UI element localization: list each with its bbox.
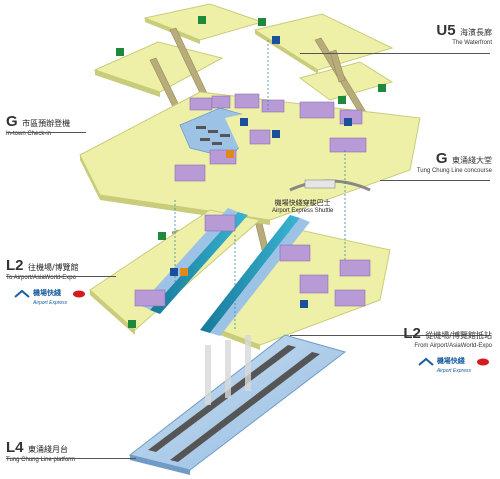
shaft-1 [205, 345, 211, 405]
shop-g-5 [174, 164, 206, 182]
label-g-right: G 東涌綫大堂 Tung Chung Line concourse [417, 151, 492, 174]
label-l2-right-en: From Airport/AsiaWorld-Expo [414, 342, 492, 349]
label-u5-zh: 海濱長廊 [460, 28, 492, 37]
shop-l2-1 [204, 214, 236, 232]
shop-g-7 [249, 129, 271, 145]
label-l2-left: L2 往機場/博覽館 To Airport/AsiaWorld-Expo [6, 258, 79, 281]
label-g-left-zh: 市區預辦登機 [22, 119, 71, 128]
info-sign-3 [272, 130, 280, 138]
label-l2-right-level: L2 [403, 325, 421, 342]
shop-g-10 [329, 137, 367, 153]
u5-floor-right-edge [255, 30, 318, 74]
label-l2-right: L2 從機場/博覽館抵站 From Airport/AsiaWorld-Expo [403, 326, 492, 349]
label-l2-left-en: To Airport/AsiaWorld-Expo [6, 274, 76, 281]
l2-track-left [150, 212, 248, 314]
l4-track-2 [170, 352, 320, 462]
label-g-right-level: G [435, 150, 448, 167]
shop-g-4 [261, 99, 285, 113]
shop-g-2 [211, 95, 231, 109]
shaft-2 [225, 340, 231, 398]
info-sign-5 [170, 268, 178, 276]
g-left-leader [6, 132, 86, 133]
brand-right-en: Airport Express [436, 368, 471, 374]
label-l2-left-zh: 往機場/博覽館 [27, 263, 79, 272]
label-l4: L4 東涌綫月台 Tung Chung Line platform [6, 440, 75, 463]
l4-floor-edge [130, 455, 190, 475]
shop-g-1 [189, 97, 213, 111]
l4-track-1 [148, 345, 296, 452]
l2-platform-left [140, 208, 238, 310]
u5-floor-left-edge [95, 70, 160, 97]
info-sign-1 [272, 36, 280, 44]
level-l4 [128, 334, 347, 475]
shop-g-8 [299, 101, 335, 119]
level-g [79, 91, 421, 225]
brand-right: 機場快綫 Airport Express [418, 350, 490, 374]
label-g-left-en: In-town Check-in [6, 130, 52, 137]
label-l2-left-level: L2 [6, 257, 24, 274]
shop-l2-6 [334, 289, 366, 307]
label-shuttle: 機場快綫穿梭巴士 Airport Express Shuttle [272, 198, 333, 214]
exit-sign-3 [258, 18, 266, 26]
mtr-logo-icon [73, 290, 86, 298]
g-right-leader [380, 180, 490, 181]
signs [116, 16, 386, 328]
exit-sign-4 [338, 96, 346, 104]
orange-sign-2 [180, 268, 188, 276]
shop-l2-2 [134, 289, 166, 307]
green-sign-l2 [128, 320, 136, 328]
info-sign-4 [300, 300, 308, 308]
shop-l2-4 [299, 274, 329, 294]
g-floor-edge [80, 155, 100, 200]
label-l4-en: Tung Chung Line platform [6, 456, 76, 463]
label-g-left: G 市區預辦登機 In-town Check-in [6, 114, 70, 137]
label-shuttle-zh: 機場快綫穿梭巴士 [274, 199, 331, 207]
shop-g-3 [234, 93, 260, 109]
info-sign-2 [240, 118, 248, 126]
shaft-3 [245, 335, 251, 391]
u5-leader [300, 53, 490, 54]
brand-left-zh: 機場快綫 [33, 289, 61, 297]
label-g-right-en: Tung Chung Line concourse [416, 167, 492, 174]
level-l2 [89, 208, 391, 350]
airport-express-logo-icon [418, 357, 434, 366]
mtr-logo-icon [477, 358, 489, 366]
exit-sign-2 [198, 16, 206, 24]
exit-sign-1 [116, 48, 124, 56]
shop-l2-5 [339, 259, 371, 277]
l4-leader [6, 458, 136, 459]
l2-right-leader [290, 335, 490, 336]
orange-sign [226, 150, 234, 158]
label-shuttle-en: Airport Express Shuttle [272, 208, 334, 214]
label-u5-level: U5 [436, 22, 456, 39]
label-l4-zh: 東涌綫月台 [27, 445, 68, 454]
label-u5-en: The Waterfront [452, 39, 492, 46]
shuttle-bus [304, 179, 336, 189]
exit-sign-6 [158, 232, 166, 240]
label-u5: U5 海濱長廊 The Waterfront [436, 23, 492, 46]
checkin-counters [196, 126, 230, 145]
brand-left-en: Airport Express [33, 300, 68, 306]
brand-left: 機場快綫 Airport Express [14, 282, 86, 306]
escalator-u5-right2 [329, 49, 346, 83]
l2-track-right [200, 215, 300, 333]
l2-floor-left-edge [90, 290, 135, 335]
exit-sign-5 [378, 84, 386, 92]
shop-l2-3 [279, 244, 311, 262]
label-l4-level: L4 [6, 439, 24, 456]
l2-left-leader [6, 276, 116, 277]
label-g-left-level: G [6, 113, 18, 130]
label-g-right-zh: 東涌綫大堂 [452, 156, 492, 165]
parking-sign [344, 118, 352, 126]
airport-express-logo-icon [14, 289, 30, 298]
label-l2-right-zh: 從機場/博覽館抵站 [425, 331, 492, 340]
brand-right-zh: 機場快綫 [436, 357, 465, 365]
